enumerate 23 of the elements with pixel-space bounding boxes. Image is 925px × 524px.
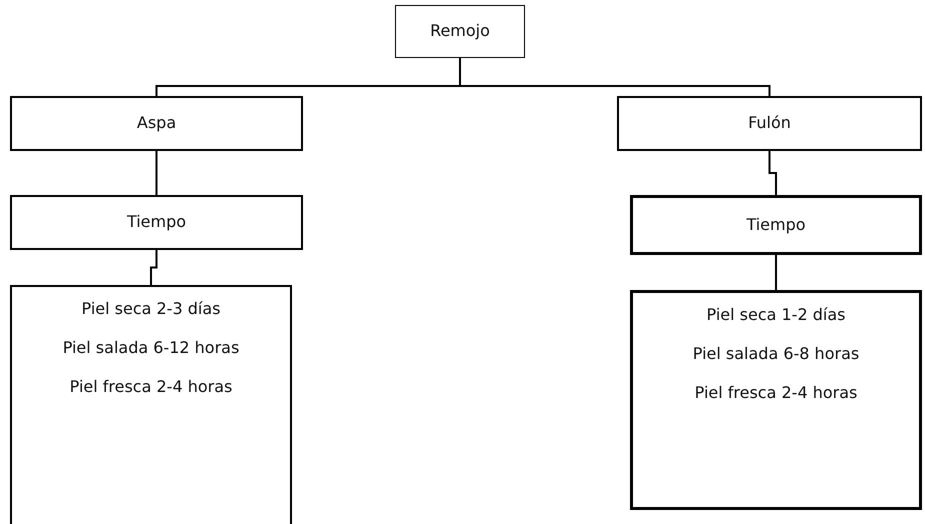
box-text: Piel salada 6-12 horas (62, 336, 240, 359)
connector-line (459, 58, 770, 96)
connector-line (156, 151, 158, 195)
process-box (630, 290, 922, 510)
process-box (630, 195, 922, 255)
box-text: Piel seca 2-3 días (82, 298, 220, 320)
box-text: Tiempo (126, 211, 186, 234)
box-text: Piel salada 6-8 horas (692, 342, 860, 365)
connector-line (768, 151, 777, 195)
connector-line (150, 250, 158, 285)
process-box (395, 5, 525, 58)
box-text: Fulón (748, 112, 791, 134)
process-box (10, 285, 292, 524)
box-text: Tiempo (746, 214, 806, 236)
box-text: Piel fresca 2-4 horas (694, 382, 858, 404)
process-box (10, 96, 303, 151)
process-box (617, 96, 922, 151)
process-box (10, 195, 303, 250)
box-text: Remojo (430, 20, 490, 42)
connector-line (775, 255, 777, 290)
box-text: Piel seca 1-2 días (706, 304, 846, 326)
box-text: Aspa (136, 112, 176, 134)
box-text: Piel fresca 2-4 horas (70, 376, 232, 398)
